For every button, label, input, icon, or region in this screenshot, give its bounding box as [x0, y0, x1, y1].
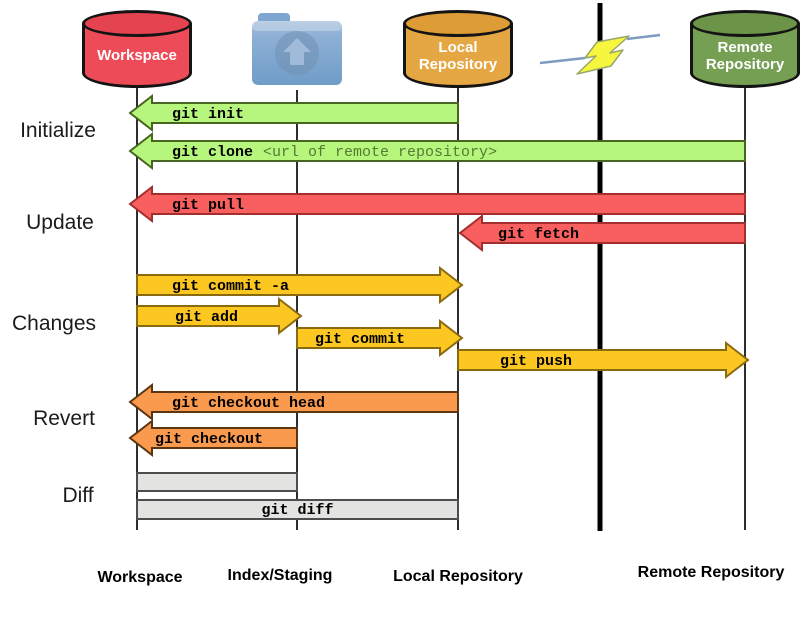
row-label-revert: Revert: [33, 407, 95, 430]
remote-repository-cylinder-top: [690, 10, 800, 37]
local-repository-cylinder-top: [403, 10, 513, 37]
row-label-initialize: Initialize: [20, 119, 96, 142]
arrow-label-git-commit-a: git commit -a: [172, 278, 289, 295]
row-label-diff: Diff: [62, 484, 94, 507]
arrow-label-git-commit: git commit: [315, 331, 405, 348]
arrow-git-add: [136, 296, 303, 336]
arrow-git-fetch: [458, 213, 746, 253]
column-label-workspace: Workspace: [97, 569, 183, 586]
local-repository-cylinder: Local Repository: [403, 10, 513, 88]
arrow-git-clone: [128, 131, 746, 171]
local-repository-cylinder-label: Local Repository: [418, 38, 498, 73]
arrow-git-commit-a: [136, 265, 464, 305]
arrow-label-git-add: git add: [175, 309, 238, 326]
workspace-cylinder: Workspace: [82, 10, 192, 88]
folder-upload-icon: [252, 13, 342, 85]
arrow-label-git-checkout: git checkout: [155, 431, 263, 448]
arrow-git-push: [457, 340, 750, 380]
index-folder: [249, 6, 345, 90]
row-label-update: Update: [26, 211, 94, 234]
column-label-remote-repository: Remote Repository: [637, 564, 785, 581]
git-diff-bar: [136, 499, 459, 520]
column-label-local-repository: Local Repository: [393, 568, 523, 585]
remote-repository-cylinder-label: Remote Repository: [705, 38, 785, 73]
arrow-label-git-pull: git pull: [172, 197, 244, 214]
diff-bar: [136, 472, 298, 492]
arrow-note-git-clone: <url of remote repository>: [263, 144, 497, 161]
workspace-cylinder-label: Workspace: [97, 47, 177, 64]
lightning-icon: [539, 33, 661, 75]
arrow-label-git-clone: git clone<url of remote repository>: [172, 144, 497, 161]
internet-lightning: [539, 28, 661, 76]
arrow-git-init: [128, 93, 459, 133]
arrow-git-pull: [128, 184, 746, 224]
arrow-git-checkout-head: [128, 382, 459, 422]
arrow-git-commit: [296, 318, 464, 358]
arrow-label-git-init: git init: [172, 106, 244, 123]
column-label-index-staging: Index/Staging: [227, 567, 333, 584]
bar-label-git-diff: git diff: [261, 502, 333, 519]
remote-repository-cylinder: Remote Repository: [690, 10, 800, 88]
row-label-changes: Changes: [11, 312, 97, 335]
workspace-cylinder-top: [82, 10, 192, 37]
arrow-label-git-push: git push: [500, 353, 572, 370]
arrow-label-git-checkout-head: git checkout head: [172, 395, 325, 412]
arrow-git-checkout: [128, 418, 298, 458]
arrow-label-git-fetch: git fetch: [498, 226, 579, 243]
